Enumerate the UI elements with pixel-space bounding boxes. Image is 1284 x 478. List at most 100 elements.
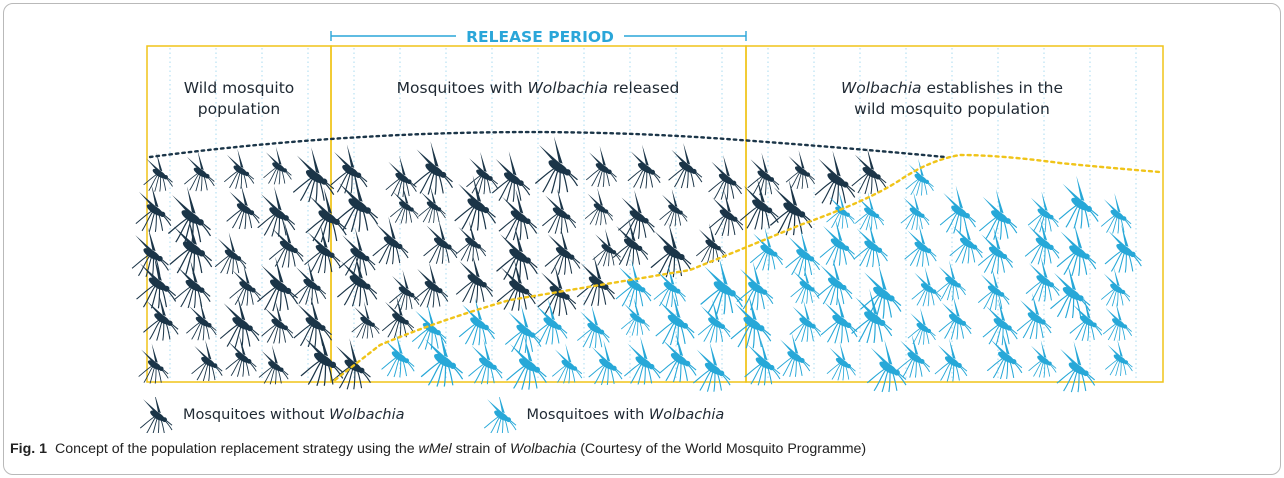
- mosquito-icon: [330, 144, 368, 194]
- mosquito-icon: [911, 266, 942, 307]
- panel-title-established-line1: Wolbachia establishes in the: [841, 79, 1063, 97]
- mosquito-icon: [659, 188, 688, 227]
- panel-frame-established: [745, 45, 1164, 383]
- mosquito-icon: [263, 146, 292, 185]
- caption-strain: wMel: [418, 441, 452, 457]
- mosquito-icon: [389, 185, 419, 224]
- caption-text: Concept of the population replacement st…: [54, 441, 419, 457]
- mosquito-icon: [423, 218, 458, 265]
- mosquito-icon: [769, 178, 813, 236]
- mosquito-icon: [576, 304, 610, 349]
- mosquito-icon: [820, 294, 858, 344]
- mosquito-icon: [496, 258, 536, 312]
- mosquito-icon: [978, 188, 1018, 241]
- mosquito-icon: [541, 188, 577, 235]
- mosquito-icon: [139, 397, 173, 433]
- mosquito-icon: [504, 304, 542, 354]
- legend: Mosquitoes without Wolbachia Mosquitoes …: [137, 397, 800, 433]
- mosquito-icon: [585, 145, 617, 188]
- mosquito-icon: [708, 189, 744, 237]
- legend-item-with-wolbachia: Mosquitoes with Wolbachia: [481, 397, 725, 433]
- mosquito-icon: [819, 218, 856, 267]
- mosquito-icon: [1069, 297, 1103, 342]
- legend-item-without-wolbachia: Mosquitoes without Wolbachia: [137, 397, 405, 433]
- mosquito-icon: [615, 259, 652, 308]
- release-period-bracket: RELEASE PERIOD: [330, 28, 747, 46]
- mosquito-icon: [934, 337, 968, 382]
- mosquito-icon: [191, 339, 223, 382]
- mosquito-icon: [939, 185, 977, 234]
- mosquito-icon: [1016, 292, 1052, 340]
- mosquito-icon: [258, 344, 289, 385]
- mosquito-icon: [1027, 190, 1059, 233]
- mosquito-icon: [747, 152, 780, 196]
- mosquito-icon: [455, 220, 487, 262]
- mosquito-icon: [938, 295, 972, 340]
- mosquito-icon: [692, 341, 731, 393]
- mosquito-icon: [381, 294, 415, 339]
- mosquito-icon: [982, 298, 1018, 346]
- mosquito-icon: [785, 149, 816, 190]
- mosquito-icon: [907, 307, 936, 346]
- mosquito-icon: [467, 338, 503, 385]
- mosquito-icon: [655, 292, 695, 346]
- mosquito-icon: [351, 300, 380, 339]
- mosquito-icon: [292, 146, 335, 203]
- panel-title-established-line2: wild mosquito population: [854, 100, 1050, 118]
- mosquito-icon: [389, 269, 420, 311]
- mosquito-icon: [866, 338, 907, 393]
- mosquito-icon: [904, 223, 937, 268]
- mosquito-swarm: [131, 135, 1142, 393]
- mosquito-icon: [588, 339, 623, 386]
- mosquito-icon: [859, 263, 902, 320]
- mosquito-icon: [131, 227, 169, 278]
- mosquito-icon: [412, 140, 454, 196]
- mosquito-icon: [334, 173, 379, 233]
- mosquito-icon: [1024, 217, 1060, 265]
- mosquito-icon: [223, 148, 255, 190]
- mosquito-icon: [420, 329, 464, 388]
- panel-title-wild-line2: population: [198, 100, 280, 118]
- mosquito-icon: [620, 297, 650, 337]
- mosquito-icon: [135, 183, 172, 233]
- mosquito-icon: [617, 189, 655, 240]
- panel-titles: Wild mosquito population Mosquitoes with…: [184, 79, 1063, 118]
- mosquito-icon: [612, 218, 649, 267]
- mosquito-icon: [668, 142, 703, 189]
- figure-caption: Fig. 1 Concept of the population replace…: [10, 441, 866, 457]
- mosquito-icon: [853, 221, 888, 268]
- mosquito-icon: [1028, 339, 1057, 378]
- mosquito-icon: [551, 342, 583, 384]
- mosquito-icon: [584, 187, 614, 226]
- mosquito-icon: [214, 231, 247, 275]
- mosquito-icon: [138, 343, 169, 384]
- mosquito-icon: [498, 188, 538, 241]
- mosquito-icon: [789, 299, 822, 343]
- wolbachia-share-line: [333, 153, 1162, 382]
- mosquito-icon: [458, 296, 496, 346]
- mosquito-icon: [226, 184, 260, 230]
- mosquito-icon: [143, 152, 173, 193]
- mosquito-icon: [372, 215, 409, 265]
- mosquito-icon: [977, 267, 1010, 311]
- mosquito-icon: [305, 186, 347, 243]
- mosquito-icon: [455, 253, 494, 304]
- mosquito-icon: [1104, 338, 1133, 377]
- mosquito-icon: [708, 154, 743, 201]
- mosquito-icon: [826, 341, 856, 381]
- mosquito-icon: [627, 144, 661, 189]
- mosquito-icon: [454, 174, 497, 232]
- mosquito-icon: [167, 185, 212, 245]
- caption-text-post: (Courtesy of the World Mosquito Programm…: [576, 441, 867, 457]
- mosquito-icon: [183, 150, 215, 192]
- mosquito-icon: [814, 150, 856, 206]
- mosquito-icon: [736, 260, 774, 311]
- mosquito-icon: [1056, 340, 1096, 393]
- panel-title-release: Mosquitoes with Wolbachia released: [397, 79, 680, 97]
- mosquito-icon: [785, 229, 821, 277]
- mosquito-icon: [700, 257, 744, 315]
- mosquito-icon: [816, 257, 853, 306]
- mosquito-icon: [338, 227, 376, 278]
- legend-label-with: Mosquitoes with Wolbachia: [526, 407, 725, 423]
